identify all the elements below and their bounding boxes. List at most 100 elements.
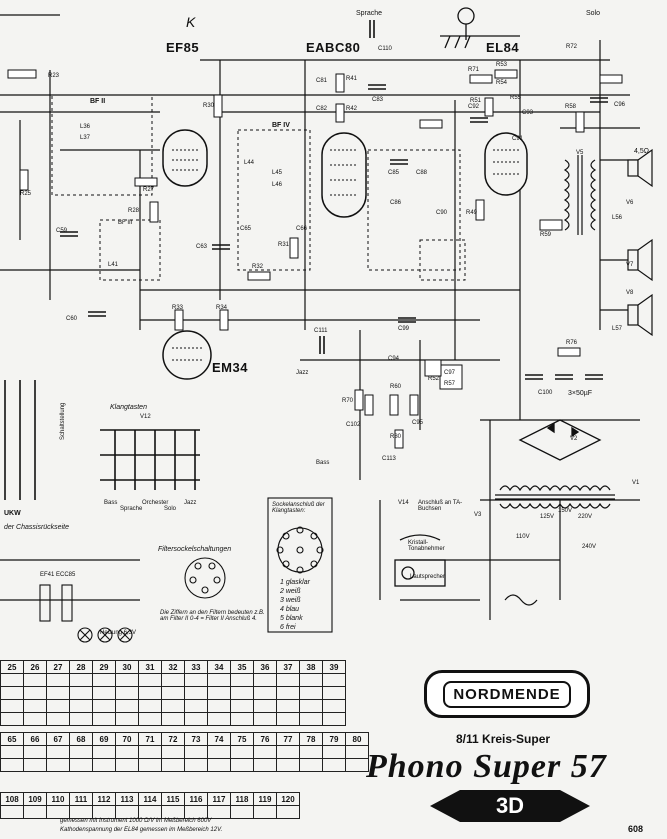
label-r42: R42 xyxy=(346,106,358,112)
label-r54: R54 xyxy=(496,80,508,86)
tone-pin-5: 5 blank xyxy=(280,615,303,622)
model-name: Phono Super 57 xyxy=(366,748,607,785)
label-c60: C60 xyxy=(66,316,78,322)
label-v1: V1 xyxy=(632,480,640,486)
parts-table-row-2: 65 66 67 68 69 70 71 72 73 74 75 76 77 7… xyxy=(0,732,369,746)
tube-label-em34: EM34 xyxy=(212,360,248,375)
label-l37: L37 xyxy=(80,135,91,141)
label-c86: C86 xyxy=(390,200,402,206)
tone-pin-list: 1 glasklar 2 weiß 3 weiß 4 blau 5 blank … xyxy=(280,578,310,632)
label-bf3: BF III xyxy=(118,220,133,226)
table-cell: 70 xyxy=(115,732,139,746)
label-r70: R70 xyxy=(342,398,354,404)
table-cell: 29 xyxy=(92,660,116,674)
label-v6: V6 xyxy=(626,200,634,206)
table-cell: 76 xyxy=(253,732,277,746)
label-c92: C92 xyxy=(468,104,480,110)
table-cell: 39 xyxy=(322,660,346,674)
label-r57: R57 xyxy=(444,381,456,387)
klang-button-orchester: Orchester xyxy=(142,500,169,506)
label-r72: R72 xyxy=(566,44,578,50)
table-cell: 79 xyxy=(322,732,346,746)
anschluss-label: Anschluß an TA-Buchsen xyxy=(418,500,463,512)
label-l36: L36 xyxy=(80,124,91,130)
lautsprecher-label: Lautsprecher xyxy=(410,574,446,580)
label-c83: C83 xyxy=(372,97,384,103)
label-r30: R30 xyxy=(203,103,215,109)
chassis-label: der Chassisrückseite xyxy=(4,524,69,531)
label-c63: C63 xyxy=(196,244,208,250)
cap-rating-label: 3×50µF xyxy=(568,390,593,397)
klangtasten-label: Klangtasten xyxy=(110,404,147,411)
table-cell: 114 xyxy=(138,792,162,806)
label-l46: L46 xyxy=(272,182,283,188)
label-c100: C100 xyxy=(538,390,553,396)
label-v8: V8 xyxy=(626,290,634,296)
table-cell: 74 xyxy=(207,732,231,746)
label-v12: V12 xyxy=(140,414,151,420)
table-cell: 25 xyxy=(0,660,24,674)
table-cell: 66 xyxy=(23,732,47,746)
klang-button-bass: Bass xyxy=(104,500,118,506)
klang-button-sprache: Sprache xyxy=(120,506,143,512)
badge-3d-text: 3D xyxy=(495,793,525,818)
label-l45: L45 xyxy=(272,170,283,176)
schaltstellung-label: Schaltstellung xyxy=(60,402,66,440)
label-l41: L41 xyxy=(108,262,119,268)
tube-label-ef85: EF85 xyxy=(166,40,200,55)
label-c82: C82 xyxy=(316,106,328,112)
label-c110: C110 xyxy=(378,46,392,52)
table-cell: 113 xyxy=(115,792,139,806)
sprache-label: Sprache xyxy=(356,10,383,17)
label-r71: R71 xyxy=(468,67,480,73)
brand-logo-frame: NORDMENDE xyxy=(424,670,590,718)
volt-150-label: 150V xyxy=(558,508,573,514)
ukw-label: UKW xyxy=(4,510,21,517)
label-c90: C90 xyxy=(436,210,448,216)
label-l57: L57 xyxy=(612,326,623,332)
table-cell: 111 xyxy=(69,792,93,806)
table-cell: 118 xyxy=(230,792,254,806)
sockel-title: Sockelanschluß der Klangtasten: xyxy=(272,502,325,514)
kristall-label: Kristall-Tonabnehmer xyxy=(408,540,445,552)
filter-title: Filtersockelschaltungen xyxy=(158,546,232,553)
label-c66: C66 xyxy=(296,226,308,232)
label-c59: C59 xyxy=(56,228,68,234)
table-cell: 78 xyxy=(299,732,323,746)
table-cell: 28 xyxy=(69,660,93,674)
brand-logo: NORDMENDE xyxy=(443,680,571,708)
label-c94: C94 xyxy=(388,356,400,362)
label-r52: R52 xyxy=(428,376,440,382)
label-c96: C96 xyxy=(614,102,626,108)
table-cell: 68 xyxy=(69,732,93,746)
table-cell: 115 xyxy=(161,792,185,806)
table-cell: 71 xyxy=(138,732,162,746)
parts-table-row-3: 108 109 110 111 112 113 114 115 116 117 … xyxy=(0,792,300,806)
label-r31: R31 xyxy=(278,242,290,248)
label-r51: R51 xyxy=(470,98,482,104)
label-v7: V7 xyxy=(626,262,634,268)
label-l56: L56 xyxy=(612,215,623,221)
volt-125-label: 125V xyxy=(540,514,555,520)
label-c95: C95 xyxy=(412,420,424,426)
table-cell: 110 xyxy=(46,792,70,806)
label-bf2: BF II xyxy=(90,98,106,105)
label-r33: R33 xyxy=(172,305,184,311)
label-bf4: BF IV xyxy=(272,122,290,129)
bass-label: Bass xyxy=(316,460,330,466)
label-r28: R28 xyxy=(128,208,140,214)
label-r34: R34 xyxy=(216,305,228,311)
table-cell: 37 xyxy=(276,660,300,674)
brand-subtitle: 8/11 Kreis-Super xyxy=(456,732,551,746)
label-r60: R60 xyxy=(390,384,402,390)
label-c113: C113 xyxy=(382,456,396,462)
tube-label-eabc80: EABC80 xyxy=(306,40,361,55)
ohm-label: 4,5Ω xyxy=(634,148,649,155)
label-v5: V5 xyxy=(576,150,584,156)
label-v2: V2 xyxy=(570,436,578,442)
table-cell: 65 xyxy=(0,732,24,746)
solo-label: Solo xyxy=(586,10,601,17)
tone-pin-1: 1 glasklar xyxy=(280,579,310,586)
table-cell: 32 xyxy=(161,660,185,674)
table-cell: 38 xyxy=(299,660,323,674)
